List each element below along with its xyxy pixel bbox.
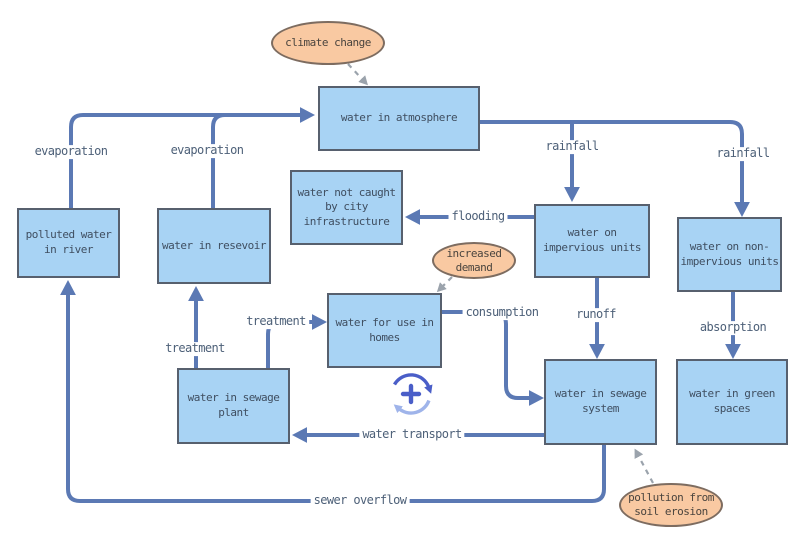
node-water-in-sewage-plant[interactable]: water in sewage plant [177, 368, 290, 444]
node-polluted-water-in-river[interactable]: polluted water in river [17, 208, 120, 278]
node-water-in-sewage-system[interactable]: water in sewage system [544, 359, 657, 445]
edge-evaporation-river [69, 107, 315, 210]
node-water-in-atmosphere[interactable]: water in atmosphere [318, 86, 480, 151]
dashed-arrow-increased-demand [436, 276, 453, 293]
ellipse-climate-change[interactable]: climate change [271, 21, 385, 65]
edge-label-absorption: absorption [696, 320, 770, 335]
edge-label-treatment-homes: treatment [243, 314, 309, 329]
node-water-in-green-spaces[interactable]: water in green spaces [676, 359, 788, 445]
edge-label-flooding: flooding [448, 209, 508, 224]
node-water-on-impervious-units[interactable]: water on impervious units [534, 204, 650, 278]
edge-label-runoff: runoff [573, 307, 619, 322]
edge-label-consumption: consumption [462, 305, 542, 320]
edge-label-evaporation-river: evaporation [31, 144, 111, 159]
edge-evaporation-reservoir [211, 113, 252, 210]
ellipse-increased-demand[interactable]: increased demand [432, 242, 516, 279]
node-water-on-non-impervious-units[interactable]: water on non- impervious units [677, 217, 782, 292]
node-water-for-use-in-homes[interactable]: water for use in homes [327, 293, 442, 368]
edge-label-rainfall-non-impervious: rainfall [713, 146, 773, 161]
edge-label-water-transport: water transport [359, 427, 465, 442]
edge-label-treatment-reservoir: treatment [162, 341, 228, 356]
node-water-not-caught[interactable]: water not caught by city infrastructure [290, 170, 403, 245]
ellipse-pollution-soil-erosion[interactable]: pollution from soil erosion [619, 483, 723, 527]
edge-consumption [440, 310, 544, 406]
edge-rainfall-non-impervious [478, 120, 750, 217]
edge-label-rainfall-impervious: rainfall [542, 139, 602, 154]
edge-label-evaporation-reservoir: evaporation [167, 143, 247, 158]
dashed-arrow-climate-change [347, 63, 368, 86]
node-water-in-reservoir[interactable]: water in resevoir [157, 208, 271, 284]
cycle-plus-icon [393, 373, 433, 415]
edge-label-sewer-overflow: sewer overflow [310, 493, 410, 508]
dashed-arrow-pollution-soil [634, 448, 654, 484]
